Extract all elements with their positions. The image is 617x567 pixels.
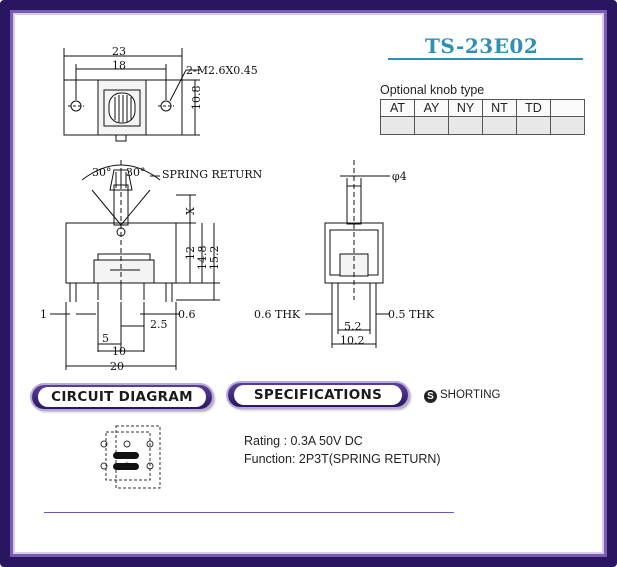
svg-text:2.5: 2.5 (150, 318, 168, 331)
svg-text:5: 5 (102, 332, 109, 345)
knob-image-cell (380, 116, 415, 135)
svg-text:18: 18 (112, 59, 126, 72)
svg-text:30°: 30° (92, 166, 112, 179)
svg-text:2-M2.6X0.45: 2-M2.6X0.45 (186, 64, 258, 77)
svg-text:SPRING RETURN: SPRING RETURN (162, 168, 263, 181)
title-underline (388, 58, 583, 60)
svg-text:φ4: φ4 (392, 170, 407, 183)
circuit-diagram-header: CIRCUIT DIAGRAM (32, 385, 212, 409)
svg-text:X: X (184, 207, 197, 215)
svg-text:20: 20 (110, 360, 124, 373)
knob-caption: Optional knob type (380, 83, 485, 97)
dimension-labels: 23 18 2-M2.6X0.45 10.8 30° 30° SPRING RE… (40, 45, 435, 373)
svg-text:14.8: 14.8 (196, 246, 209, 271)
specifications-header: SPECIFICATIONS (228, 383, 408, 407)
top-view (63, 48, 200, 142)
svg-text:0.6 THK: 0.6 THK (254, 308, 301, 321)
contact-bar (113, 463, 139, 470)
knob-type-cell: TD (516, 99, 551, 117)
part-number-title: TS-23E02 (425, 34, 539, 58)
bottom-divider (44, 512, 454, 513)
knob-image-cell (516, 116, 551, 135)
svg-text:23: 23 (112, 45, 126, 58)
svg-text:1: 1 (40, 308, 47, 321)
svg-text:15.2: 15.2 (208, 246, 221, 271)
spec-function: Function: 2P3T(SPRING RETURN) (244, 452, 441, 466)
contact-bar (113, 452, 139, 459)
svg-text:10.2: 10.2 (340, 334, 365, 347)
svg-text:12: 12 (184, 246, 197, 260)
spec-rating: Rating : 0.3A 50V DC (244, 434, 363, 448)
svg-text:0.5 THK: 0.5 THK (388, 308, 435, 321)
side-view (305, 160, 390, 348)
knob-image-cell (414, 116, 449, 135)
svg-text:5.2: 5.2 (344, 320, 362, 333)
svg-text:10: 10 (112, 345, 126, 358)
knob-type-cell: NY (448, 99, 483, 117)
knob-type-cell: AY (414, 99, 449, 117)
knob-type-table: AT AY NY NT TD (380, 99, 585, 135)
svg-text:30°: 30° (126, 166, 146, 179)
svg-text:0.6: 0.6 (178, 308, 196, 321)
front-view (50, 160, 220, 370)
svg-text:10.8: 10.8 (190, 86, 203, 111)
knob-image-cell (550, 116, 585, 135)
shorting-icon: S (424, 390, 437, 403)
knob-type-cell (550, 99, 585, 117)
knob-type-cell: AT (380, 99, 415, 117)
